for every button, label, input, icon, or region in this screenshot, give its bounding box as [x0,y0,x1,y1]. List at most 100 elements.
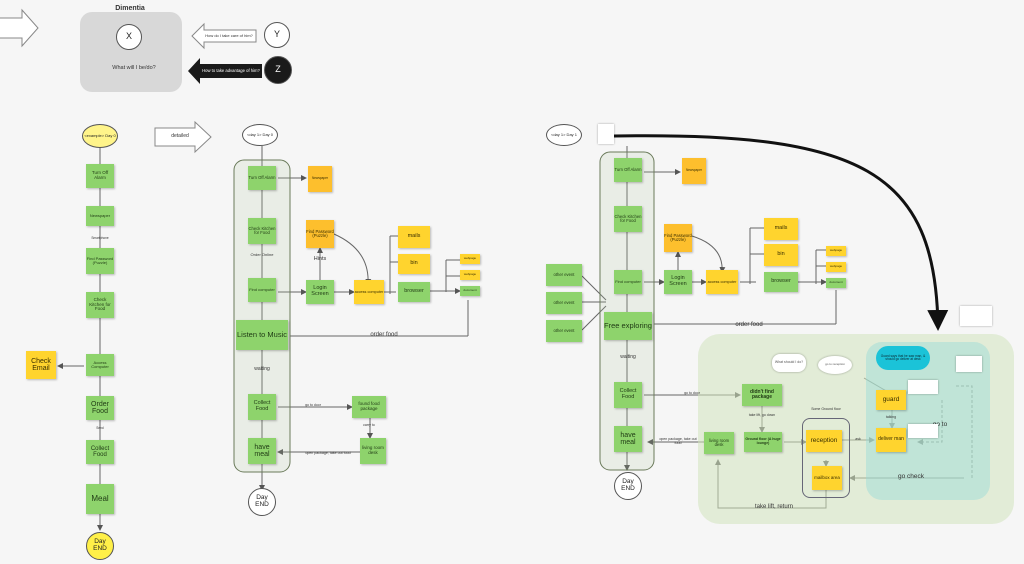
s1-order-food-label: order food [370,331,398,338]
s1-kitchen: Check Kitchen for Food [248,218,276,244]
s2-side-doc [960,306,992,326]
s1-mails: mails [398,226,430,248]
s1-go-door-label: go to door [305,402,321,407]
dimentia-title: Dimentia [115,5,145,13]
s1-carry-label: carry to [363,422,375,427]
take-advantage-text: How to take advantage of him? [202,67,260,73]
hollow-arrow-icon [0,8,39,48]
s0-item-4: Check Kitchen for Food [86,292,114,318]
s1-waiting-label: waiting [254,366,270,373]
s2-order-food-label: order food [735,321,763,328]
s1-start-node: <day 1> Day 0 [242,124,278,146]
day1-day-lane [599,151,655,471]
s2-browser: browser [764,272,798,292]
s2-go-reception-cloud: go to reception [818,356,852,374]
s1-found: found food package [352,396,386,418]
s2-alarm: Turn Off Alarm [614,158,642,182]
s1-browser: browser [398,282,430,302]
day0-start-node: <example> Day 0 [82,124,118,148]
s2-other-event-2: other event [546,292,582,314]
s2-mails: mails [764,218,798,240]
s2-small-note-2 [908,424,938,438]
big-curve-arrow [613,134,949,331]
s1-bin: bin [398,254,430,274]
s2-go-door-label: go to door [684,390,700,395]
s2-ask-label: ask [855,436,861,441]
s0-small-label-2: Send [96,426,104,431]
s2-bin: bin [764,244,798,266]
s2-go-to-label: go to [932,420,948,428]
s2-find-computer: Find computer [614,270,642,294]
s1-access: access computer [354,280,384,304]
s0-item-6: Order Food [86,396,114,420]
s1-small-a: webpage [460,254,480,264]
s1-newspaper: Newspaper [308,166,332,192]
s1-meal: have meal [248,438,276,464]
s2-meal: have meal [614,426,642,452]
s2-cloud-note: Guard says that he saw man, & should go … [876,346,930,370]
s2-what-do-bubble: What should I do? [772,354,806,372]
s2-go-check-label: go check [897,472,925,480]
s0-item-5: Access Computer [86,354,114,376]
s2-other-event-1: other event [546,264,582,286]
day0-end-node: Day END [86,532,114,560]
s0-item-7: Collect Food [86,440,114,464]
s2-living-room: living room desk [704,432,734,454]
s2-collect: Collect Food [614,382,642,408]
s1-open-package-label: open package, take out food [305,451,351,456]
s2-talking-label: talking [885,414,897,419]
s2-lift-return-label: take lift, return [754,503,793,510]
s2-reception: reception [806,430,842,452]
s1-login: Login Screen [306,280,334,304]
s0-small-label-1: Smartphone [91,236,109,241]
what-will-text: What will I be/do? [112,65,156,72]
s2-small-c: document [826,278,846,288]
s1-living-room: living room desk [360,438,386,464]
s2-free-exploring: Free exploring [604,312,652,340]
z-circle: Z [264,56,292,84]
s2-mailbox: mailbox area [812,466,842,490]
s2-take-lift-label: take lift, go down [748,413,776,418]
s1-small-b: webpage [460,270,480,280]
s2-login: Login Screen [664,270,692,294]
arrow-left-white-icon [191,22,257,50]
y-circle: Y [264,22,290,48]
arrow-left-black-icon [188,58,262,84]
s2-newspaper: Newspaper [682,158,706,184]
s2-start-node: <day 1> Day 1 [546,124,582,146]
dimentia-card [80,12,182,92]
reception-zone [802,418,850,498]
s2-didnt-find: didn't find package [742,384,782,406]
take-care-text: How do I take care of him? [205,32,253,38]
detailed-label: detailed [171,133,189,140]
s1-collect: Collect Food [248,394,276,420]
s1-end-node: Day END [248,488,276,516]
s2-access: access computer [706,270,738,294]
s0-item-3: Find Password (Puzzle) [86,248,114,274]
s1-password: Find Password (Puzzle) [306,220,334,248]
check-email-note: Check Email [26,351,56,379]
detailed-arrow-icon [154,120,212,154]
s2-small-note-3 [956,356,982,372]
s2-kitchen: Check Kitchen for Food [614,206,642,232]
s2-password: Find Password (Puzzle) [664,224,692,252]
s0-item-1: Turn Off Alarm [86,164,114,188]
s2-other-event-3: other event [546,320,582,342]
s1-find-computer: Find computer [248,278,276,302]
s0-item-2: Newspaper [86,206,114,226]
s2-note-doc [598,124,614,144]
s2-waiting-label: waiting [620,354,636,361]
s1-alarm: Turn Off Alarm [248,166,276,190]
s2-deliver-man: deliver man [876,428,906,452]
s1-order-online-label: Order Online [250,252,274,258]
s2-small-note-1 [908,380,938,394]
day0-day-lane [233,159,291,473]
s1-small-c: document [460,286,480,296]
s1-music: Listen to Music [236,320,288,350]
s2-ground-floor: Ground floor (A huge lounge) [744,432,782,452]
s2-end-node: Day END [614,472,642,500]
s2-open-package-label: open package, take out food [659,437,697,445]
s1-hints-label: Hints [313,256,327,263]
s2-lounge-label: Some Ground floor [811,406,841,411]
